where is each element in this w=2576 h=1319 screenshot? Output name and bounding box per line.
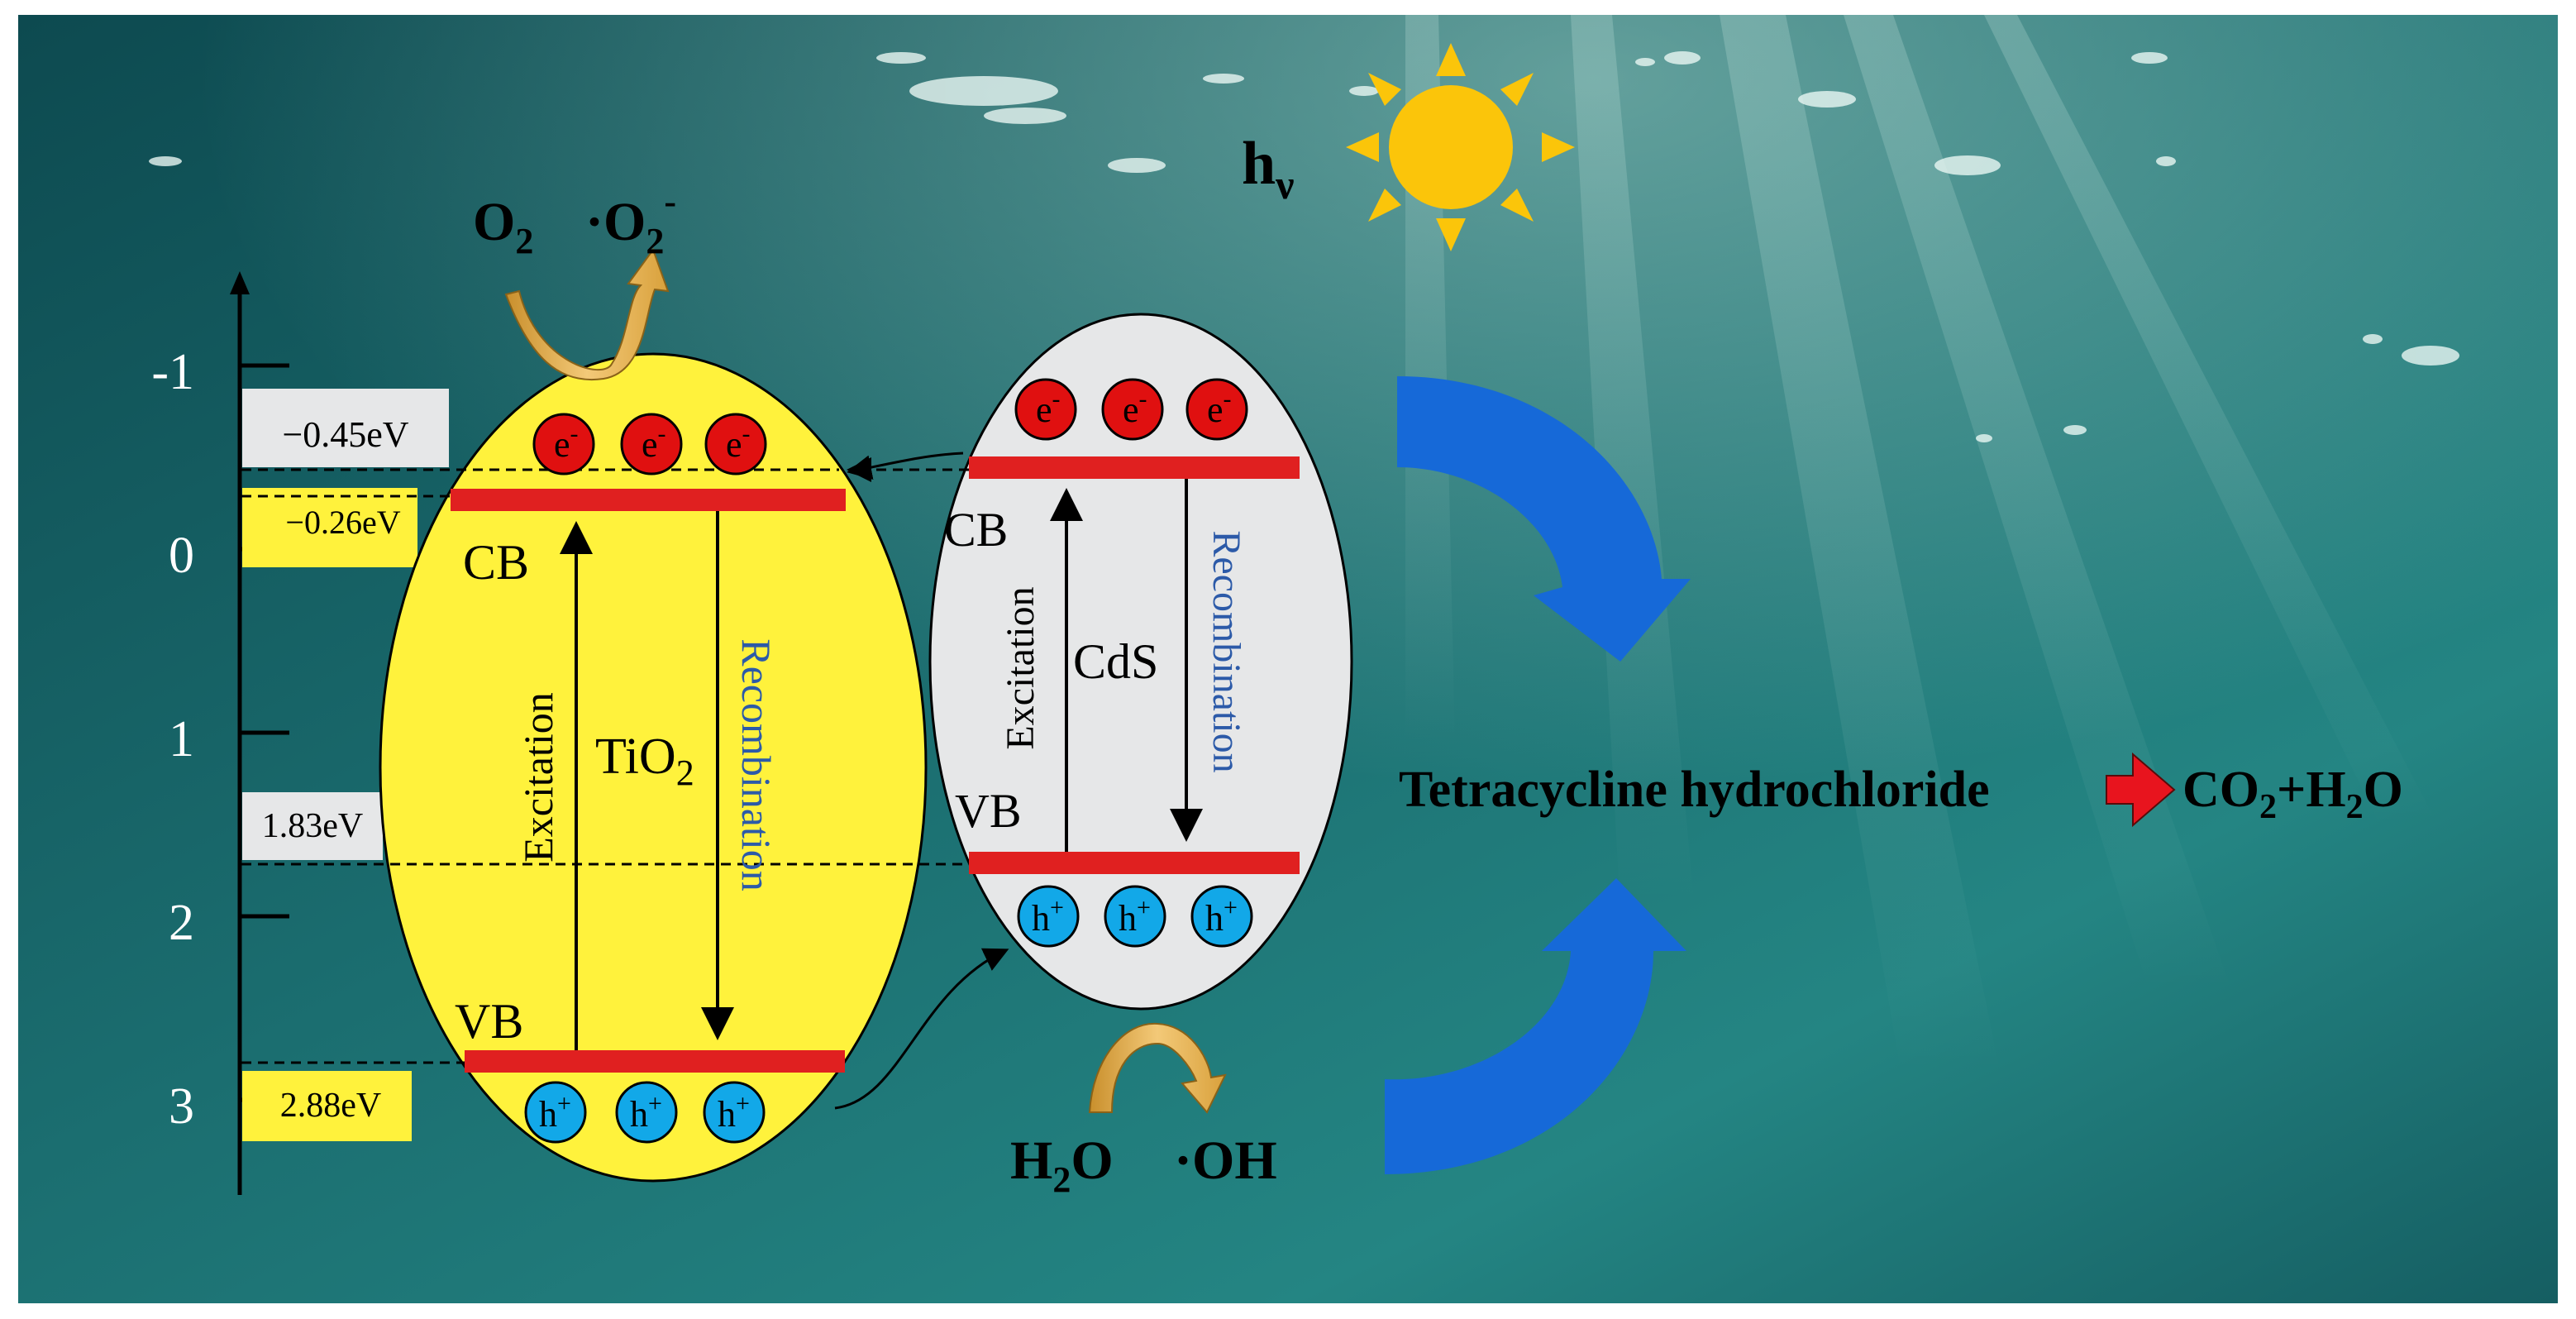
axis-tick-label: 0 [169, 528, 194, 584]
axis-tick-label: 3 [169, 1078, 194, 1135]
electron-symbol: e- [1207, 385, 1232, 430]
electron-particle [1101, 378, 1164, 441]
electron-symbol: e- [726, 420, 751, 465]
tio2-particle [379, 352, 928, 1183]
cds-excitation-label: Excitation [999, 586, 1042, 749]
pollutant-label: Tetracycline hydrochloride [1399, 762, 1990, 818]
tio2-valence-band [465, 1050, 845, 1073]
energy-label-cds-cb: −0.26eV [285, 504, 400, 541]
electron-migration-arrow [847, 452, 964, 480]
light-symbol: hν [1242, 130, 1295, 208]
electron-particle [1185, 378, 1248, 441]
hole-symbol: h+ [630, 1090, 662, 1135]
axis-tick-label: 2 [169, 895, 194, 951]
tio2-cb-label: CB [463, 535, 529, 590]
energy-label-cds-vb: 1.83eV [262, 807, 363, 845]
hole-symbol: h+ [1032, 894, 1064, 939]
hole-symbol: h+ [718, 1090, 750, 1135]
upper-blue-arrow [1397, 376, 1691, 662]
tio2-conduction-band [451, 489, 846, 511]
electron-particle [532, 413, 595, 476]
axis-tick-label: -1 [151, 344, 194, 400]
axis-tick-label: 1 [169, 711, 194, 767]
hole-particle [524, 1081, 587, 1144]
hole-particle [1190, 885, 1253, 948]
hydroxyl-product: ·OH [1174, 1130, 1277, 1191]
tio2-holes [524, 1081, 766, 1144]
hole-particle [1104, 885, 1166, 948]
cds-holes [1017, 885, 1253, 948]
oxygen-reactant: O2 [473, 192, 533, 261]
energy-label-tio2-vb: 2.88eV [280, 1087, 381, 1125]
label-box-tio2-cb [242, 389, 449, 467]
electron-particle [704, 413, 767, 476]
cds-electrons [1014, 378, 1248, 441]
hole-particle [703, 1081, 766, 1144]
electron-particle [620, 413, 683, 476]
electron-symbol: e- [1123, 385, 1147, 430]
hole-symbol: h+ [539, 1090, 571, 1135]
cds-valence-band [969, 852, 1300, 874]
hole-symbol: h+ [1119, 894, 1151, 939]
energy-label-tio2-cb: −0.45eV [282, 414, 408, 455]
tio2-excitation-label: Excitation [515, 692, 561, 863]
water-oxidation-arrow [1088, 1022, 1227, 1114]
tio2-recombination-label: Recombination [733, 638, 780, 891]
electron-symbol: e- [1036, 385, 1061, 430]
degradation-arrow [2106, 752, 2176, 828]
tio2-vb-label: VB [455, 994, 523, 1049]
cds-particle [928, 313, 1353, 1011]
cds-vb-label: VB [955, 784, 1022, 838]
label-box-tio2-vb [242, 1071, 412, 1141]
label-box-cds-vb [242, 792, 383, 860]
electron-particle [1014, 378, 1077, 441]
hole-symbol: h+ [1205, 894, 1238, 939]
oxygen-reduction-arrow [504, 247, 670, 381]
tio2-name: TiO2 [595, 729, 694, 793]
water-reactant: H2O [1010, 1130, 1114, 1200]
cds-recombination-label: Recombination [1205, 530, 1248, 772]
hole-particle [615, 1081, 678, 1144]
hole-particle [1017, 885, 1080, 948]
sun-icon [1346, 43, 1575, 251]
cds-name: CdS [1073, 634, 1158, 689]
energy-level-dashes [241, 468, 976, 1064]
cds-conduction-band [969, 456, 1300, 479]
products-label: CO2+H2O [2182, 762, 2403, 826]
cds-cb-label: CB [944, 503, 1008, 557]
surface-sparkles [149, 51, 2459, 442]
label-box-cds-cb [242, 488, 417, 567]
electron-symbol: e- [554, 420, 579, 465]
lower-blue-arrow [1385, 878, 1686, 1174]
tio2-electrons [532, 413, 767, 476]
electron-symbol: e- [642, 420, 666, 465]
superoxide-product: ·O2- [585, 181, 676, 261]
hole-transfer-arrow [834, 948, 1009, 1110]
